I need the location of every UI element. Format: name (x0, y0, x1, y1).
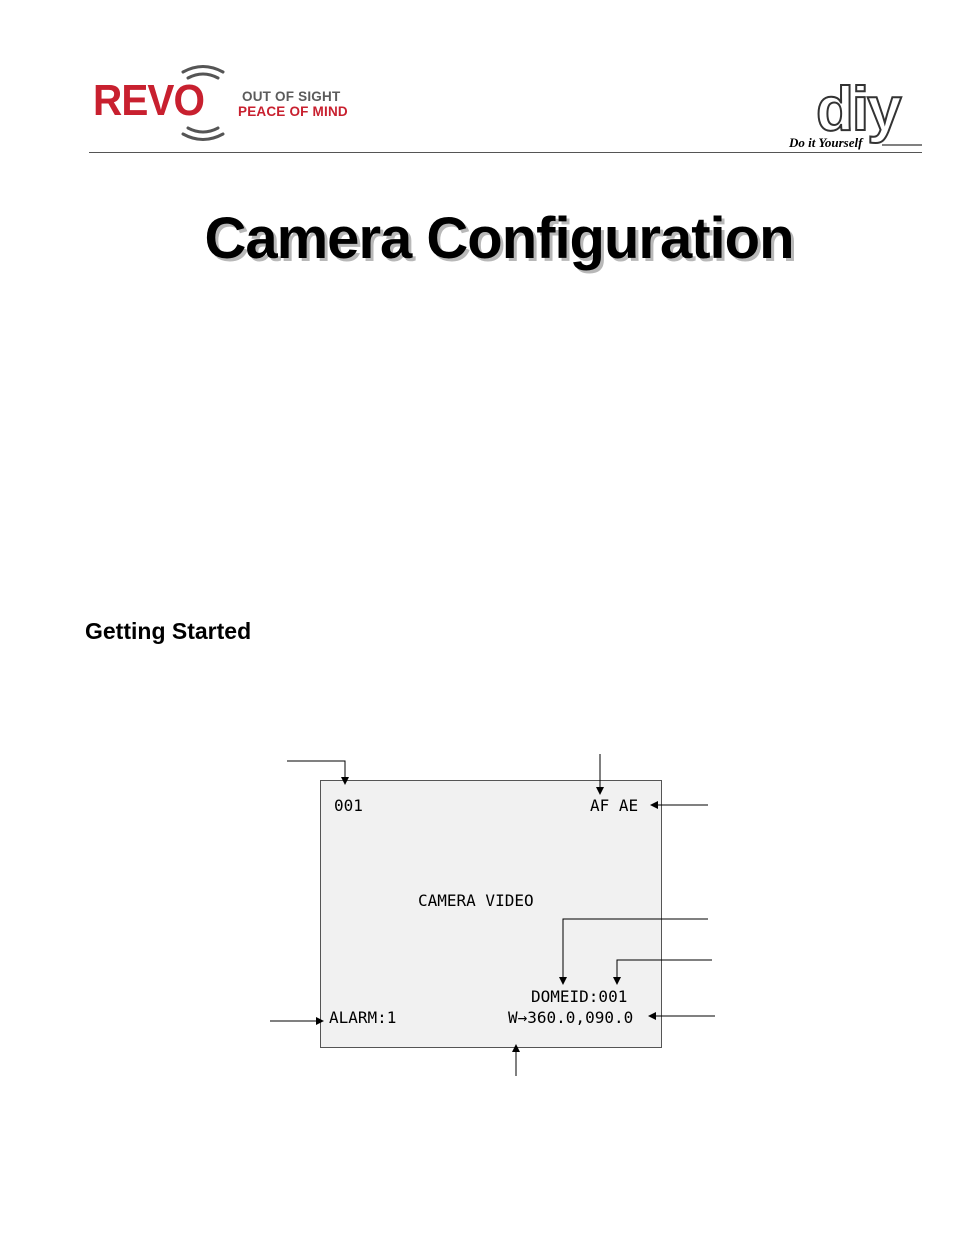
osd-position: W→360.0,090.0 (508, 1008, 634, 1027)
page-title: Camera Configuration (204, 206, 794, 271)
osd-camera-number: 001 (334, 796, 363, 815)
revo-logo (181, 65, 225, 141)
brand-tagline-line1: OUT OF SIGHT (242, 89, 341, 104)
diy-logo-text: diy (816, 78, 902, 144)
header-divider (89, 152, 922, 153)
diy-logo-caption: Do it Yourself (788, 135, 864, 150)
osd-focus-exposure: AF AE (590, 796, 639, 815)
camera-osd-screen: 001 AF AE CAMERA VIDEO DOMEID:001 ALARM:… (320, 780, 662, 1048)
osd-center-label: CAMERA VIDEO (418, 891, 534, 910)
osd-alarm: ALARM:1 (329, 1008, 397, 1027)
section-heading: Getting Started (85, 618, 252, 644)
brand-name: REVO (93, 76, 205, 125)
osd-dome-id: DOMEID:001 (531, 987, 628, 1006)
diy-logo: diy Do it Yourself (788, 78, 922, 150)
brand-tagline-line2: PEACE OF MIND (238, 104, 348, 119)
